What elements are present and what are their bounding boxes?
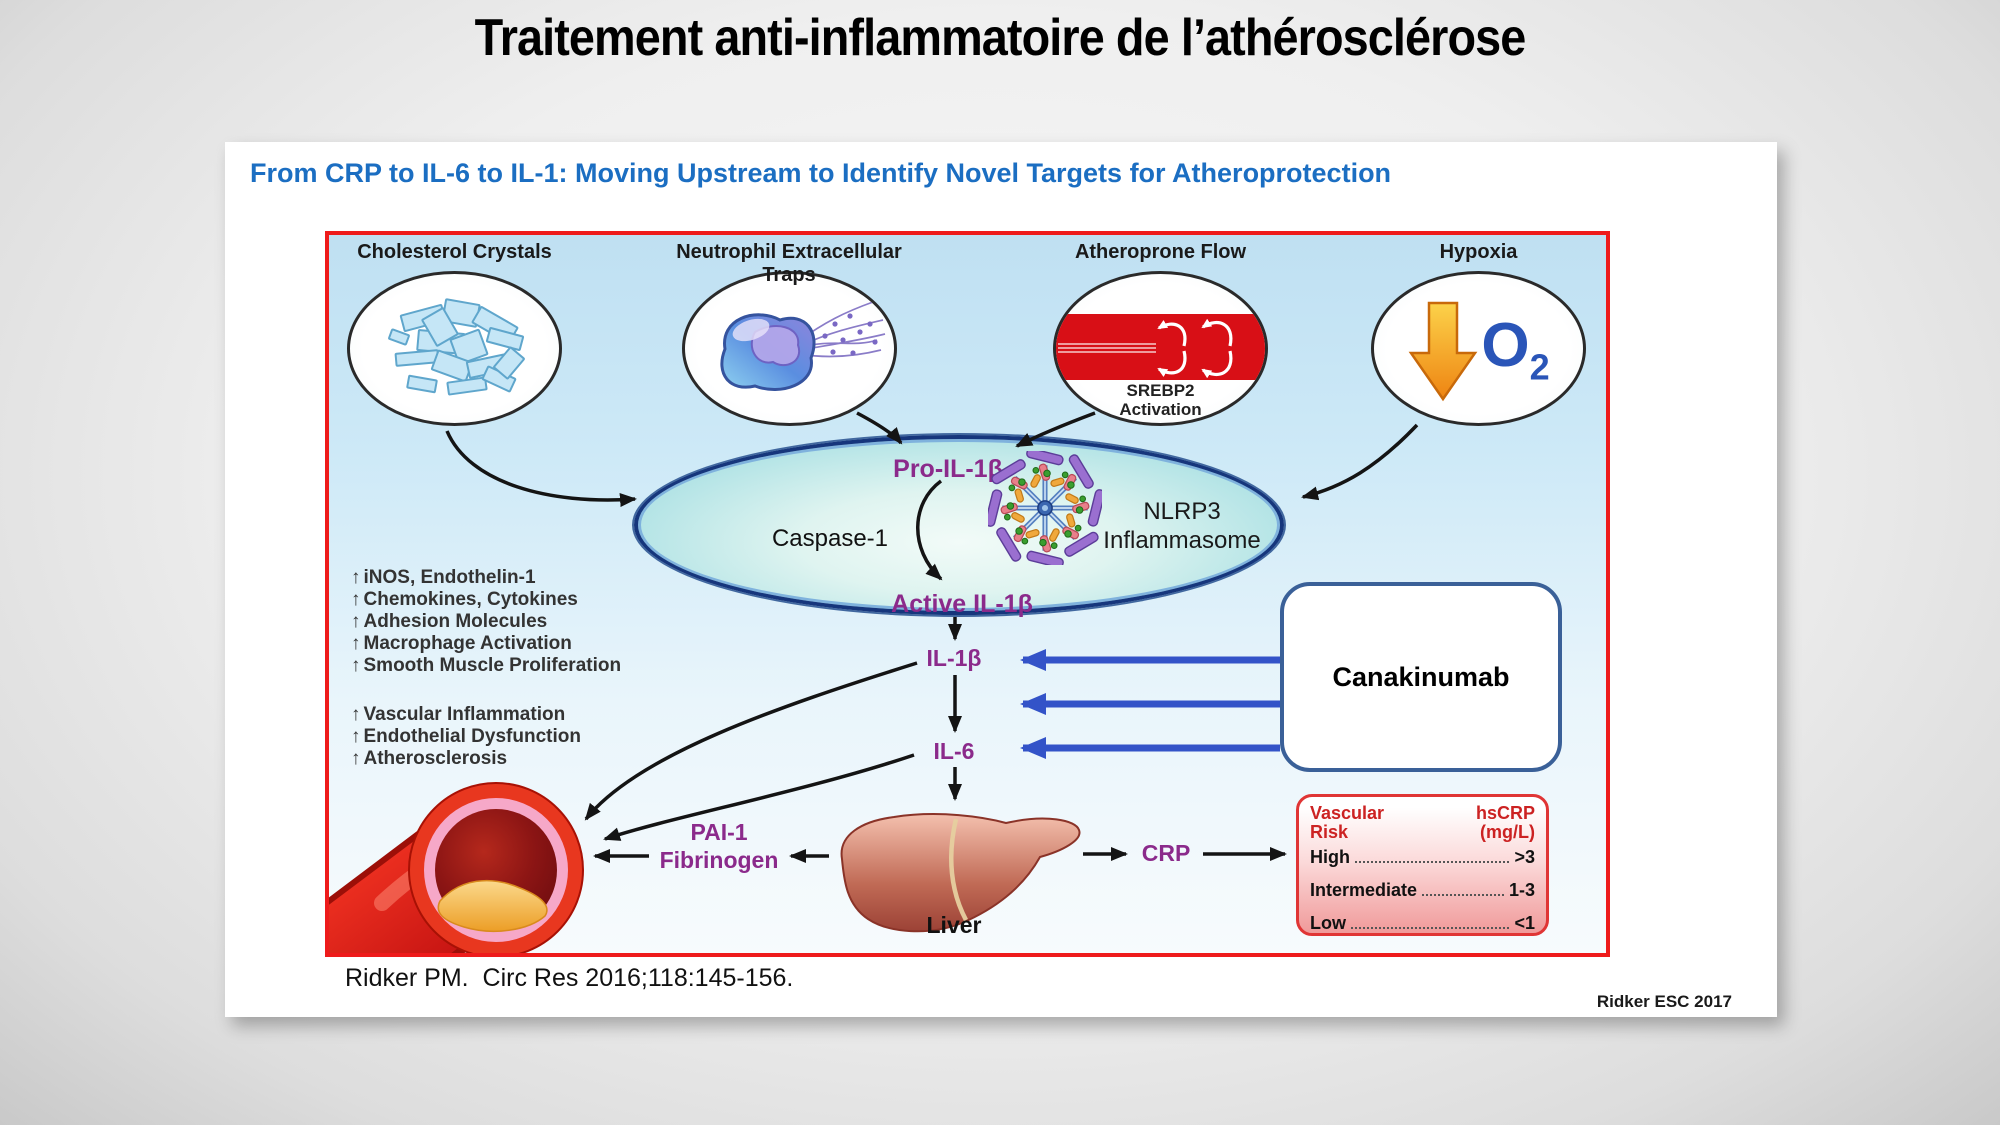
crp-label: CRP bbox=[1141, 840, 1191, 866]
list-item: ↑iNOS, Endothelin-1 bbox=[351, 567, 536, 588]
down-arrow-icon bbox=[1408, 301, 1478, 401]
label-neutrophil-traps: Neutrophil Extracellular Traps bbox=[676, 241, 902, 286]
risk-header-left: Vascular Risk bbox=[1310, 803, 1385, 842]
up-arrow-icon: ↑ bbox=[351, 633, 361, 654]
risk-row-high: High>3 bbox=[1310, 847, 1535, 867]
drug-inhibition-arrows bbox=[1020, 649, 1280, 759]
atheroprone-flow-circle: SREBP2 Activation bbox=[1053, 271, 1268, 426]
caspase1-label: Caspase-1 bbox=[771, 525, 888, 552]
up-arrow-icon: ↑ bbox=[351, 567, 361, 588]
inflammasome-wheel-icon bbox=[988, 451, 1102, 565]
pathway-diagram: Cholesterol Crystals Neutrophil Extracel… bbox=[325, 231, 1610, 957]
label-cholesterol-crystals: Cholesterol Crystals bbox=[357, 241, 552, 263]
up-arrow-icon: ↑ bbox=[351, 589, 361, 610]
o2-label: O2 bbox=[1481, 311, 1550, 388]
neutrophil-circle bbox=[682, 271, 897, 426]
risk-table-header: Vascular Risk hsCRP (mg/L) bbox=[1310, 804, 1535, 842]
up-arrow-icon: ↑ bbox=[351, 726, 361, 747]
up-arrow-icon: ↑ bbox=[351, 704, 361, 725]
list-item: ↑Vascular Inflammation bbox=[351, 704, 566, 725]
list-item: ↑Atherosclerosis bbox=[351, 748, 508, 769]
neutrophil-icon bbox=[720, 301, 886, 391]
list-item: ↑Endothelial Dysfunction bbox=[351, 726, 581, 747]
label-atheroprone-flow: Atheroprone Flow bbox=[1074, 241, 1247, 263]
citation: Ridker PM. Circ Res 2016;118:145-156. bbox=[345, 964, 794, 992]
risk-row-low: Low<1 bbox=[1310, 913, 1535, 933]
nlrp3-inflammasome-ellipse: Pro-IL-1β Caspase-1 Active IL-1β NLRP3 I… bbox=[634, 435, 1284, 618]
up-arrow-icon: ↑ bbox=[351, 748, 361, 769]
liver-icon bbox=[840, 813, 1081, 933]
cholesterol-crystals-icon bbox=[388, 298, 525, 396]
list-item: ↑Smooth Muscle Proliferation bbox=[351, 655, 622, 676]
flow-arrows-icon bbox=[1058, 318, 1233, 379]
credit: Ridker ESC 2017 bbox=[1596, 992, 1732, 1011]
cholesterol-crystals-circle bbox=[347, 271, 562, 426]
slide: From CRP to IL-6 to IL-1: Moving Upstrea… bbox=[225, 142, 1777, 1017]
figure-heading: From CRP to IL-6 to IL-1: Moving Upstrea… bbox=[250, 158, 1392, 188]
il6-label: IL-6 bbox=[933, 738, 975, 764]
il1b-label: IL-1β bbox=[926, 645, 982, 671]
list-item: ↑Macrophage Activation bbox=[351, 633, 572, 654]
pro-il1b-label: Pro-IL-1β bbox=[893, 455, 1003, 483]
page-title: Traitement anti-inflammatoire de l’athér… bbox=[474, 9, 1527, 67]
up-arrow-icon: ↑ bbox=[351, 611, 361, 632]
risk-table: Vascular Risk hsCRP (mg/L) High>3 Interm… bbox=[1296, 794, 1549, 936]
pai1-fibrinogen-label: PAI-1 Fibrinogen bbox=[659, 819, 779, 873]
hypoxia-circle: O2 bbox=[1371, 271, 1586, 426]
label-hypoxia: Hypoxia bbox=[1439, 241, 1518, 263]
risk-header-right: hsCRP (mg/L) bbox=[1475, 803, 1535, 842]
effects-list-upper: ↑iNOS, Endothelin-1 ↑Chemokines, Cytokin… bbox=[351, 567, 621, 677]
active-il1b-label: Active IL-1β bbox=[891, 590, 1033, 618]
list-item: ↑Adhesion Molecules bbox=[351, 611, 548, 632]
liver-label: Liver bbox=[926, 912, 982, 938]
list-item: ↑Chemokines, Cytokines bbox=[351, 589, 578, 610]
nlrp3-inflammasome-label: NLRP3 Inflammasome bbox=[1103, 498, 1261, 554]
canakinumab-box: Canakinumab bbox=[1280, 582, 1562, 772]
srebp2-activation-label: SREBP2 Activation bbox=[1119, 381, 1202, 419]
effects-list-lower: ↑Vascular Inflammation ↑Endothelial Dysf… bbox=[351, 704, 581, 770]
up-arrow-icon: ↑ bbox=[351, 655, 361, 676]
artery-icon bbox=[329, 782, 584, 953]
